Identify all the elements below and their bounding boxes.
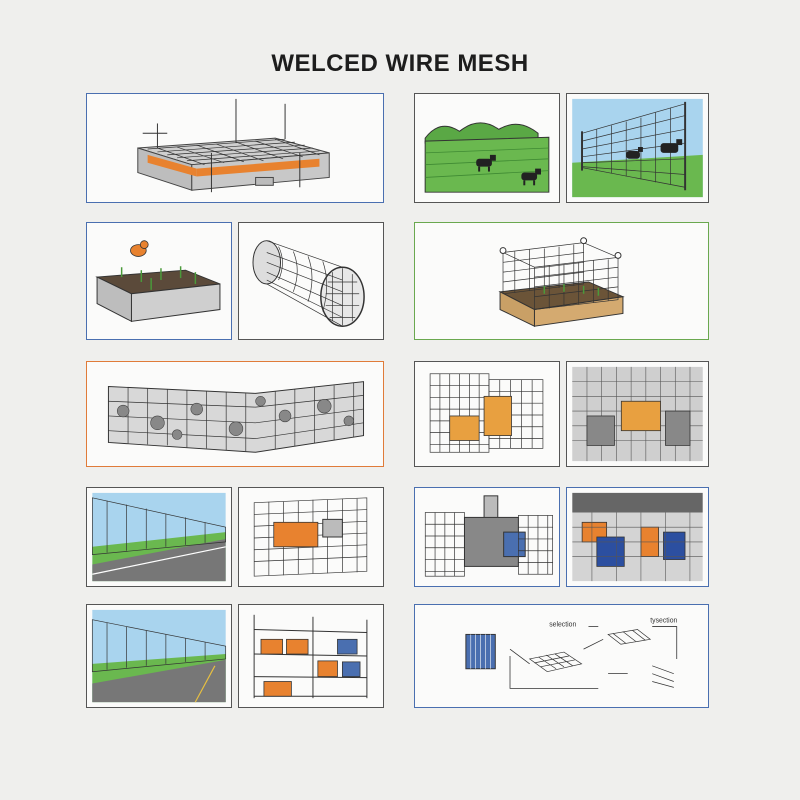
pasture-field-panel [414, 93, 560, 203]
gabion-retaining-wall-panel [86, 361, 384, 467]
factory-enclosure-panel [566, 487, 709, 587]
selection-label: selection [549, 622, 576, 629]
highway-sound-barrier-panel [86, 487, 232, 587]
garden-bed-cage-panel [414, 222, 709, 340]
tysection-label: tysection [650, 618, 677, 625]
garden-cage-icon [498, 237, 625, 328]
shelving-rack-panel [238, 604, 384, 708]
highway-fence-icon [91, 609, 227, 703]
livestock-fence-panel [566, 93, 709, 203]
factory-icon [572, 492, 703, 582]
warehouse-partition-panel [566, 361, 709, 467]
storage-cage-panel [414, 361, 560, 467]
raised-garden-bed-bird-panel [86, 222, 232, 340]
gabion-icon [107, 381, 365, 453]
slab-mesh-icon [137, 98, 330, 193]
animal-fence-icon [572, 98, 703, 198]
field-animals-icon [424, 122, 550, 193]
highway-fence-icon [92, 492, 226, 582]
machine-guard-icon [424, 495, 554, 577]
highway-fence-2-panel [86, 604, 232, 708]
process-diagram-icon: selection tysection [465, 618, 678, 689]
mesh-wall-panel-panel [238, 487, 384, 587]
wall-panel-icon [253, 497, 368, 577]
page-title: WELCED WIRE MESH [271, 50, 529, 77]
production-process-panel: selection tysection [414, 604, 709, 708]
coil-icon [465, 633, 496, 670]
garden-bed-icon [95, 240, 221, 323]
mesh-tube-roll-panel [238, 222, 384, 340]
warehouse-icon [572, 366, 703, 462]
mesh-roll-icon [252, 240, 365, 327]
storage-cage-icon [429, 373, 544, 453]
shelving-icon [253, 614, 368, 699]
concrete-slab-reinforcement-panel [86, 93, 384, 203]
machine-guard-panel [414, 487, 560, 587]
